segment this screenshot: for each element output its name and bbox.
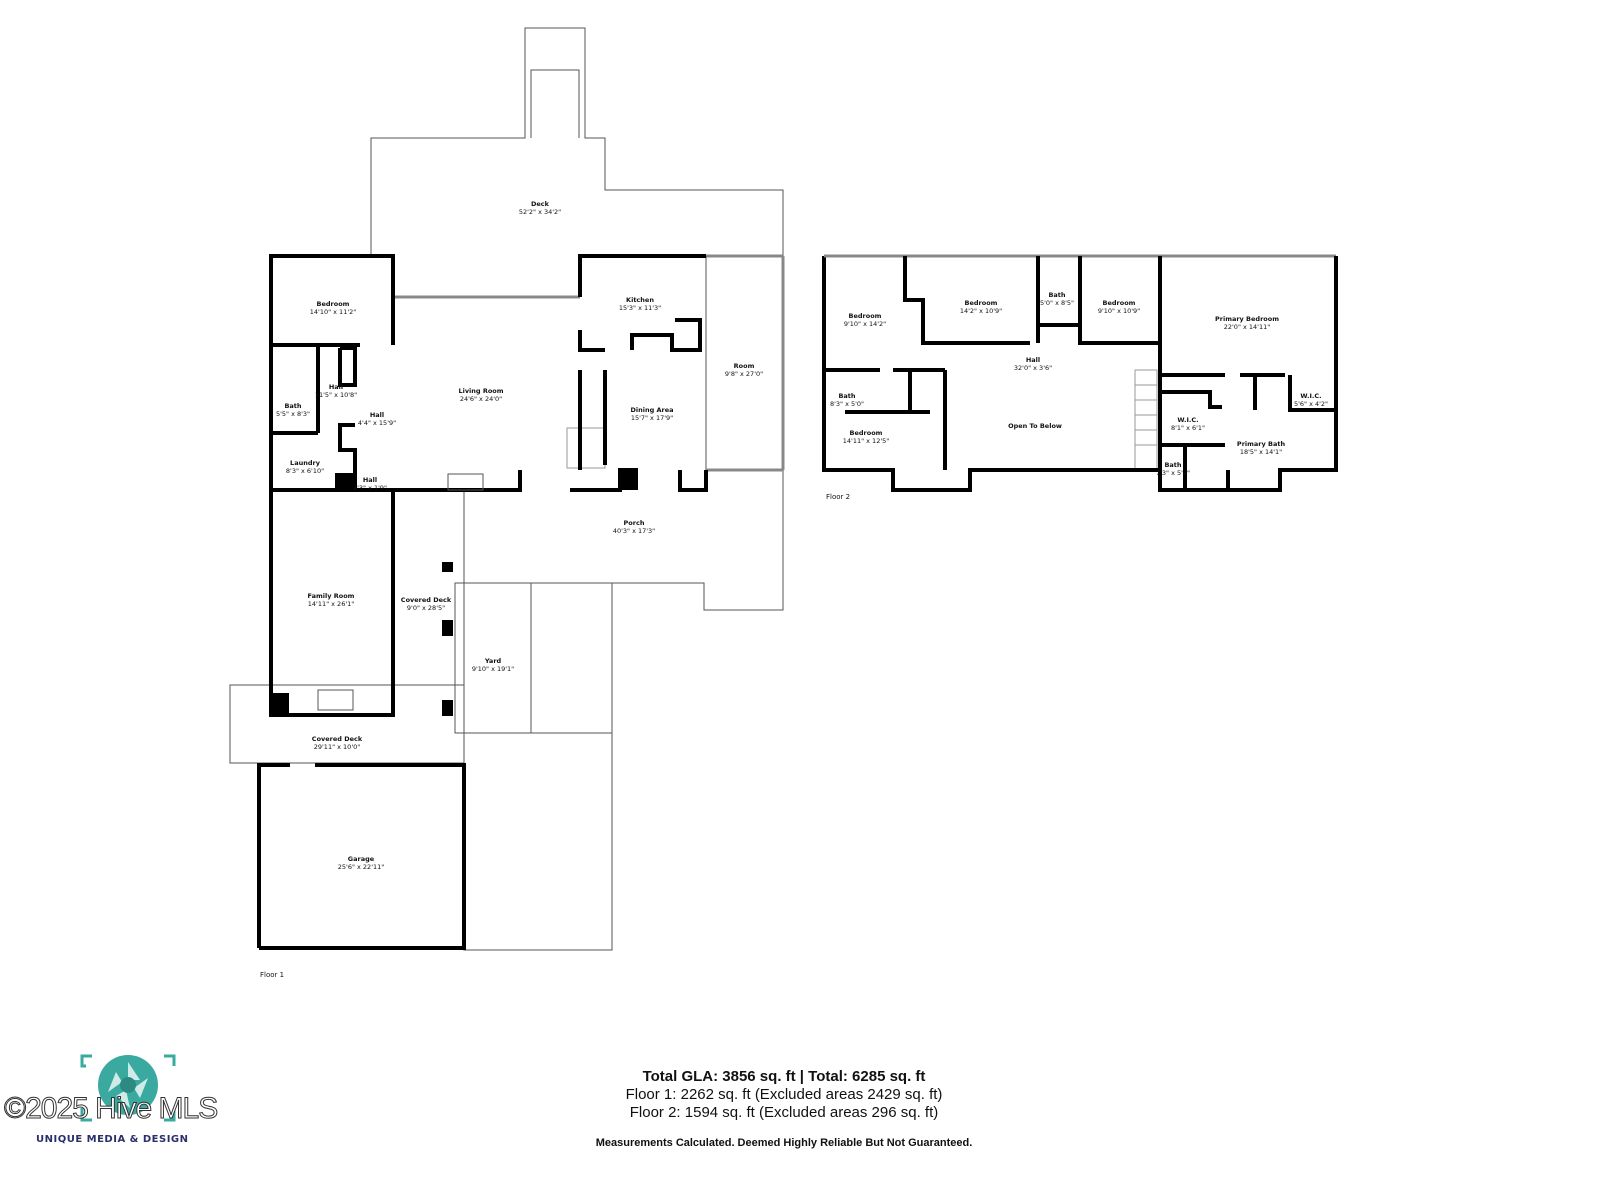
floor-2-area: Floor 2: 1594 sq. ft (Excluded areas 296…: [629, 1104, 939, 1121]
floor-1-area: Floor 1: 2262 sq. ft (Excluded areas 242…: [625, 1086, 943, 1103]
area-summary: Total GLA: 3856 sq. ft | Total: 6285 sq.…: [626, 1068, 943, 1122]
floor-2-label: Floor 2: [826, 493, 851, 501]
covered-deck-outline: [229, 684, 465, 764]
camera-aperture-logo-icon: [80, 1054, 176, 1122]
watermark: ©2025 Hive MLS: [3, 1092, 218, 1126]
total-area: Total GLA: 3856 sq. ft | Total: 6285 sq.…: [642, 1068, 926, 1085]
room-label: W.I.C.8'1" x 6'1": [1170, 416, 1206, 432]
logo-text: UNIQUE MEDIA & DESIGN: [36, 1134, 189, 1145]
disclaimer: Measurements Calculated. Deemed Highly R…: [595, 1137, 973, 1149]
fireplace: [317, 689, 354, 711]
room-label: W.I.C.5'6" x 4'2": [1293, 392, 1329, 408]
deck-outline: [370, 27, 784, 611]
room-label: Open To Below: [1008, 422, 1062, 430]
fireplace: [447, 473, 484, 491]
floor-1-label: Floor 1: [260, 971, 285, 979]
